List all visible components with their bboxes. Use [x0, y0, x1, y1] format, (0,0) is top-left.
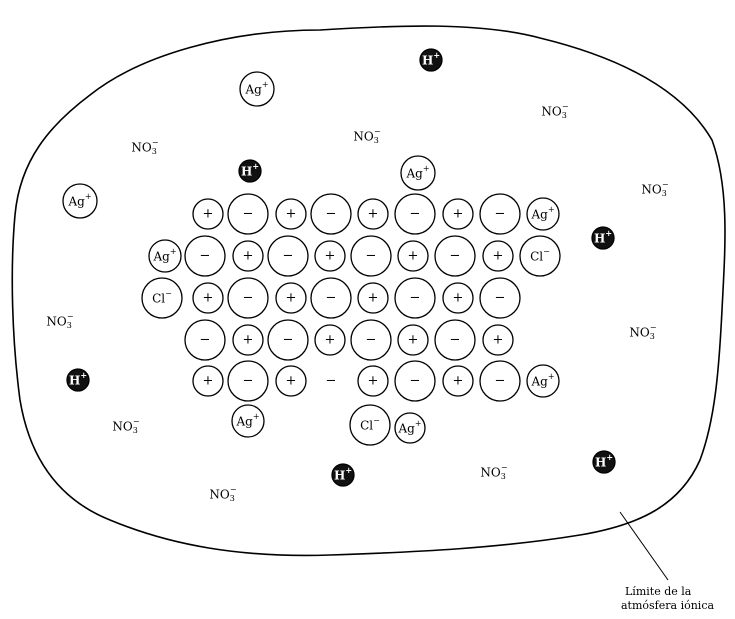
- plus-sign: +: [286, 291, 297, 306]
- plus-sign: +: [493, 249, 504, 264]
- minus-sign: −: [366, 249, 377, 264]
- vacancy-mark: −: [326, 374, 337, 389]
- minus-sign: −: [495, 374, 506, 389]
- plus-sign: +: [493, 333, 504, 348]
- plus-sign: +: [408, 333, 419, 348]
- silver-ion-label: Ag+: [67, 192, 91, 209]
- plus-sign: +: [203, 291, 214, 306]
- plus-sign: +: [453, 207, 464, 222]
- plus-sign: +: [453, 291, 464, 306]
- plus-sign: +: [243, 333, 254, 348]
- minus-sign: −: [283, 333, 294, 348]
- plus-sign: +: [203, 207, 214, 222]
- plus-sign: +: [286, 207, 297, 222]
- boundary-pointer-line: [620, 512, 668, 580]
- nitrate-ion-label: NO3−: [46, 312, 73, 330]
- silver-ion-label: Ag+: [152, 247, 176, 264]
- nitrate-ion-label: NO3−: [629, 323, 656, 341]
- ion-atmosphere: Ag+Cl−Ag+Ag+Ag+Ag+H+H+H+H+H+H+NO3−NO3−NO…: [46, 49, 668, 503]
- plus-sign: +: [286, 374, 297, 389]
- minus-sign: −: [326, 291, 337, 306]
- silver-ion-label: Ag+: [530, 372, 554, 389]
- plus-sign: +: [368, 374, 379, 389]
- minus-sign: −: [495, 291, 506, 306]
- silver-ion-label: Ag+: [244, 80, 268, 97]
- minus-sign: −: [243, 207, 254, 222]
- nitrate-ion-label: NO3−: [541, 102, 568, 120]
- minus-sign: −: [410, 374, 421, 389]
- minus-sign: −: [410, 207, 421, 222]
- minus-sign: −: [495, 207, 506, 222]
- nitrate-ion-label: NO3−: [353, 127, 380, 145]
- plus-sign: +: [243, 249, 254, 264]
- nitrate-ion-label: NO3−: [131, 138, 158, 156]
- silver-ion-label: Ag+: [530, 205, 554, 222]
- plus-sign: +: [203, 374, 214, 389]
- minus-sign: −: [283, 249, 294, 264]
- plus-sign: +: [408, 249, 419, 264]
- minus-sign: −: [200, 333, 211, 348]
- chloride-ion-label: Cl−: [152, 289, 172, 306]
- silver-ion-label: Ag+: [235, 412, 259, 429]
- crystal-lattice: + − + − + − + − Ag+ Ag+ − + − + − + − + Cl− Cl− + − + − + − + − − + − +…: [142, 194, 560, 401]
- minus-sign: −: [243, 291, 254, 306]
- caption-line-1: Límite de la: [625, 585, 692, 598]
- nitrate-ion-label: NO3−: [641, 180, 668, 198]
- caption-line-2: atmósfera iónica: [621, 599, 714, 612]
- minus-sign: −: [243, 374, 254, 389]
- minus-sign: −: [410, 291, 421, 306]
- silver-ion-label: Ag+: [405, 164, 429, 181]
- silver-ion-label: Ag+: [397, 419, 421, 436]
- chloride-ion-label: Cl−: [530, 247, 550, 264]
- minus-sign: −: [366, 333, 377, 348]
- plus-sign: +: [368, 291, 379, 306]
- plus-sign: +: [325, 333, 336, 348]
- minus-sign: −: [450, 249, 461, 264]
- nitrate-ion-label: NO3−: [480, 463, 507, 481]
- plus-sign: +: [325, 249, 336, 264]
- chloride-ion-label: Cl−: [360, 416, 380, 433]
- plus-sign: +: [453, 374, 464, 389]
- minus-sign: −: [200, 249, 211, 264]
- nitrate-ion-label: NO3−: [112, 417, 139, 435]
- minus-sign: −: [450, 333, 461, 348]
- plus-sign: +: [368, 207, 379, 222]
- minus-sign: −: [326, 207, 337, 222]
- nitrate-ion-label: NO3−: [209, 485, 236, 503]
